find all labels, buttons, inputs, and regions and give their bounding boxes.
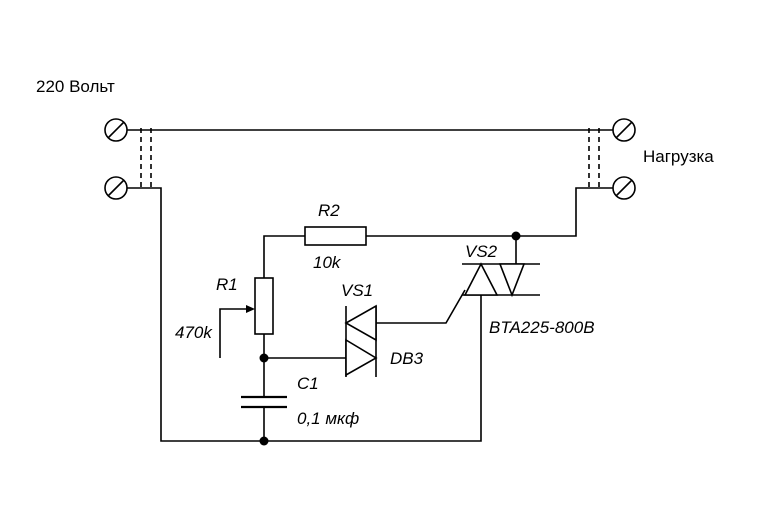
supply-terminal-bottom	[104, 176, 128, 200]
r1-value-label: 470k	[175, 323, 213, 342]
supply-label: 220 Вольт	[36, 77, 115, 96]
diac-vs1	[344, 304, 378, 377]
vs1-part-label: DB3	[390, 349, 424, 368]
r2-value-label: 10k	[313, 253, 342, 272]
supply-terminal-top	[104, 118, 128, 142]
r2-ref-label: R2	[318, 201, 340, 220]
wiper-arrow-icon	[246, 305, 255, 313]
c1-ref-label: C1	[297, 374, 319, 393]
c1-value-label: 0,1 мкф	[297, 409, 359, 428]
junction-dot-triac	[511, 231, 521, 241]
resistor-r2	[304, 226, 367, 246]
r1-ref-label: R1	[216, 275, 238, 294]
load-terminal-top	[612, 118, 636, 142]
load-cable-shield	[588, 128, 600, 190]
junction-dot-bottom	[259, 436, 269, 446]
junction-dot-rc	[259, 353, 269, 363]
vs1-ref-label: VS1	[341, 281, 373, 300]
vs2-ref-label: VS2	[465, 242, 498, 261]
triac-vs2	[462, 262, 540, 298]
potentiometer-r1	[219, 277, 274, 358]
load-terminal-bottom	[612, 176, 636, 200]
capacitor-c1	[241, 395, 287, 409]
load-label: Нагрузка	[643, 147, 714, 166]
vs2-part-label: BTA225-800B	[489, 318, 595, 337]
supply-cable-shield	[140, 128, 152, 190]
